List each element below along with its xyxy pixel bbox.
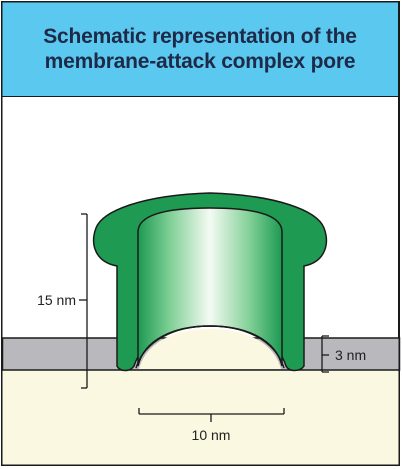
title-line-2: membrane-attack complex pore bbox=[44, 50, 356, 73]
pore-diameter-label: 10 nm bbox=[192, 427, 231, 443]
lumen-opening-edge bbox=[135, 325, 285, 369]
membrane-thickness-dimension: 3 nm bbox=[321, 335, 366, 373]
height-label: 15 nm bbox=[37, 292, 76, 308]
title-line-1: Schematic representation of the bbox=[43, 25, 357, 48]
membrane-thickness-label: 3 nm bbox=[335, 347, 366, 363]
pore-diameter-dimension: 10 nm bbox=[138, 408, 285, 443]
lumen-opening bbox=[139, 329, 281, 369]
title-banner: Schematic representation of the membrane… bbox=[2, 2, 398, 97]
height-dimension: 15 nm bbox=[37, 213, 88, 389]
cell-interior bbox=[2, 370, 400, 465]
